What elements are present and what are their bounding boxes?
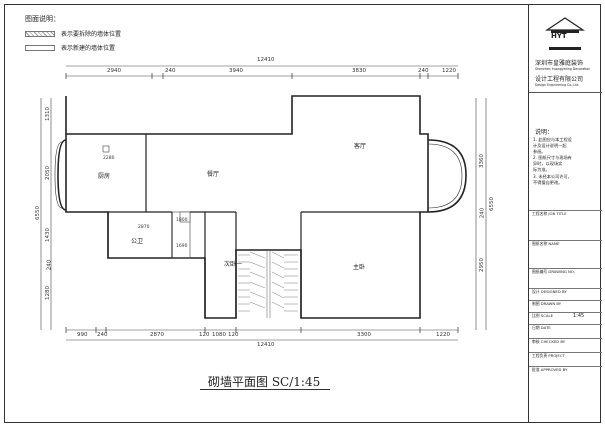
room-dining-label: 餐厅 xyxy=(207,171,220,178)
room-kitchen-label: 厨房 xyxy=(98,173,111,180)
room-public-bath-label: 公卫 xyxy=(131,238,144,245)
note-line: 2. 图纸尺寸与现场有 xyxy=(533,155,572,161)
scale-value: 1:45 xyxy=(573,313,585,319)
dim-bottom-seg-5: 1080 xyxy=(212,332,226,338)
room-second-bedroom-label: 次卧一 xyxy=(224,261,243,268)
dim-right-seg-3: 2950 xyxy=(479,258,485,272)
legend-new-row: 表示新建的墙体位置 xyxy=(25,43,115,52)
room-master-bedroom-label: 主卧 xyxy=(353,264,366,271)
dim-1690: 1690 xyxy=(176,244,188,249)
dim-right-total: 6550 xyxy=(489,197,495,211)
company-logo-icon xyxy=(545,17,585,50)
dim-left-seg-5: 1280 xyxy=(45,286,51,300)
title-block: HYT 深圳市皇雅庭装饰 Shenzhen huangyating Decora… xyxy=(528,4,602,423)
note-line: 3. 未经本公司许可， xyxy=(533,173,572,179)
notes-list: 1. 此图应与本工程设 计及设计说明一起 参阅。 2. 图纸尺寸与现场有 异时，… xyxy=(533,137,599,186)
scale-label: 比例 SCALE xyxy=(532,313,553,318)
demolish-swatch-icon xyxy=(25,30,55,37)
dim-bottom-seg-8: 1220 xyxy=(436,332,450,338)
note-line: 1. 此图应与本工程设 xyxy=(533,137,572,142)
dept-name-cn: 设计工程有限公司 xyxy=(535,76,584,83)
dim-top-seg-1: 2940 xyxy=(107,68,121,74)
dim-right-seg-2: 240 xyxy=(479,207,486,219)
company-name-en: Shenzhen huangyating Decoration xyxy=(535,67,591,71)
dim-top-seg-6: 1220 xyxy=(442,68,456,74)
dim-1800: 1800 xyxy=(176,218,188,223)
tb-row: 审核 CHECKED BY xyxy=(529,338,602,352)
dim-bottom-seg-4: 120 xyxy=(199,332,210,338)
dim-bottom-seg-3: 2870 xyxy=(150,332,164,338)
dim-top-seg-5: 240 xyxy=(418,68,429,74)
legend-demolish-label: 表示要拆除的墙体位置 xyxy=(61,31,122,38)
dim-bottom-seg-1: 990 xyxy=(77,332,88,338)
new-wall-swatch-icon xyxy=(25,44,55,51)
dim-top-seg-3: 3940 xyxy=(229,68,243,74)
dim-right-seg-1: 3360 xyxy=(479,154,485,168)
plan-title-underline xyxy=(200,389,330,390)
tb-row: 日期 DATE xyxy=(529,324,602,338)
dim-left-seg-2: 2050 xyxy=(45,166,51,180)
logo-text: HYT xyxy=(551,32,567,40)
tb-divider xyxy=(529,92,602,93)
tb-row-project: 工程名称 JOB TITLE xyxy=(529,210,602,240)
tb-row-drawing-no: 图纸编号 DRAWING NO. xyxy=(529,268,602,288)
legend-demolish-row: 表示要拆除的墙体位置 xyxy=(25,29,121,38)
note-line: 计及设计说明一起 xyxy=(533,143,567,149)
note-line: 参阅。 xyxy=(533,149,546,155)
dim-bottom-seg-6: 120 xyxy=(228,332,239,338)
notes-title: 说明： xyxy=(535,129,554,136)
dim-left-seg-4: 240 xyxy=(46,259,53,271)
room-living-label: 客厅 xyxy=(354,143,367,150)
legend-new-label: 表示新建的墙体位置 xyxy=(61,45,116,52)
dim-top-total: 12410 xyxy=(257,57,275,63)
tb-row: 比例 SCALE 1:45 xyxy=(529,312,602,324)
dim-top-seg-4: 3830 xyxy=(352,68,366,74)
dim-bottom-total: 12410 xyxy=(257,342,275,348)
dept-name-en: Design Engineering Co.,Ltd xyxy=(535,83,579,87)
dim-left-total: 6550 xyxy=(35,206,41,220)
note-line: 际为准。 xyxy=(533,167,550,173)
legend-title: 图面说明： xyxy=(25,15,60,23)
tb-row: 工程负责 PROJECT xyxy=(529,352,602,366)
tb-row-drawing-name: 图纸名称 NAME xyxy=(529,240,602,268)
dim-bottom-seg-7: 3300 xyxy=(357,332,371,338)
drawing-sheet xyxy=(4,4,601,423)
note-line: 不得擅自更改。 xyxy=(533,179,563,185)
note-line: 异时，以现场实 xyxy=(533,161,563,167)
dim-left-seg-3: 1430 xyxy=(45,228,51,242)
dim-kitchen-width: 2280 xyxy=(103,156,115,161)
dim-bottom-seg-2: 240 xyxy=(97,332,108,338)
dim-top-seg-2: 240 xyxy=(165,68,176,74)
tb-row: 设计 DESIGNED BY xyxy=(529,288,602,300)
tb-row: 批准 APPROVED BY xyxy=(529,366,602,380)
dim-bath-width: 2870 xyxy=(138,225,150,230)
tb-row: 制图 DRAWN BY xyxy=(529,300,602,312)
company-name-cn: 深圳市皇雅庭装饰 xyxy=(535,60,584,67)
plan-title: 砌墙平面图 SC/1:45 xyxy=(208,375,321,389)
dim-left-seg-1: 1310 xyxy=(45,107,51,121)
